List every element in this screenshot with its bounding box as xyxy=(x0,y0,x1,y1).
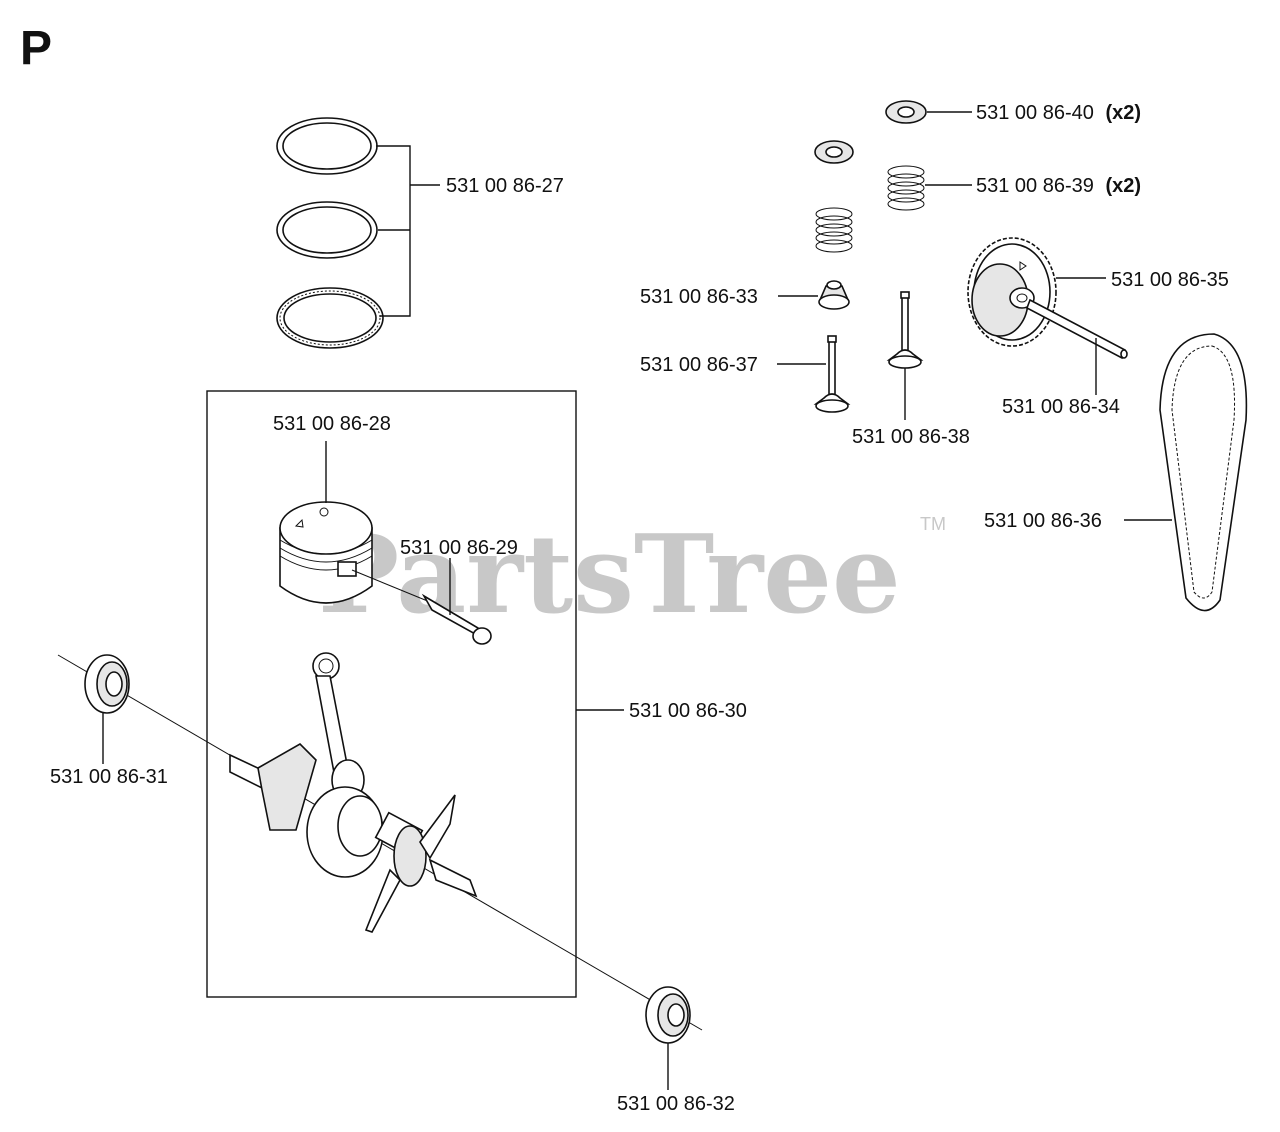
piston[interactable] xyxy=(279,501,373,604)
camshaft-gear[interactable] xyxy=(967,237,1057,347)
callout-label-27: 531 00 86-27 xyxy=(446,175,564,197)
callout-label-36: 531 00 86-36 xyxy=(984,510,1102,532)
callout-label-39: 531 00 86-39 (x2) xyxy=(976,175,1141,197)
crankshaft-assembly-box xyxy=(206,390,577,998)
callout-label-31: 531 00 86-31 xyxy=(50,766,168,788)
intake-valve[interactable] xyxy=(813,335,851,413)
crankshaft[interactable] xyxy=(57,652,703,1031)
callout-label-29: 531 00 86-29 xyxy=(400,537,518,559)
callout-label-40: 531 00 86-40 (x2) xyxy=(976,102,1141,124)
callout-label-32: 531 00 86-32 xyxy=(617,1093,735,1115)
spring-retainer-upper[interactable] xyxy=(885,100,927,124)
callout-label-35: 531 00 86-35 xyxy=(1111,269,1229,291)
callout-label-40-qty: (x2) xyxy=(1105,102,1141,124)
camshaft-pin[interactable] xyxy=(1026,298,1128,360)
callout-label-37: 531 00 86-37 xyxy=(640,354,758,376)
seal-left[interactable] xyxy=(84,654,130,714)
watermark-text: PartsTree xyxy=(318,512,901,638)
callout-label-39-qty: (x2) xyxy=(1105,175,1141,197)
callout-label-30: 531 00 86-30 xyxy=(629,700,747,722)
callout-label-33: 531 00 86-33 xyxy=(640,286,758,308)
exhaust-valve[interactable] xyxy=(886,291,924,369)
piston-rings[interactable] xyxy=(276,117,384,349)
watermark-trademark: TM xyxy=(920,514,946,534)
sheet-letter: P xyxy=(20,22,52,75)
callout-label-40-number: 531 00 86-40 xyxy=(976,102,1094,124)
piston-pin[interactable] xyxy=(351,569,492,645)
valve-stem-seal[interactable] xyxy=(818,280,850,310)
valve-spring-second[interactable] xyxy=(815,207,853,253)
callout-label-34: 531 00 86-34 xyxy=(1002,396,1120,418)
timing-belt[interactable] xyxy=(1159,333,1248,612)
valve-spring-upper[interactable] xyxy=(887,165,925,211)
callout-label-28: 531 00 86-28 xyxy=(273,413,391,435)
callout-label-38: 531 00 86-38 xyxy=(852,426,970,448)
seal-right[interactable] xyxy=(645,986,691,1044)
spring-retainer-second[interactable] xyxy=(814,140,854,164)
callout-label-39-number: 531 00 86-39 xyxy=(976,175,1094,197)
